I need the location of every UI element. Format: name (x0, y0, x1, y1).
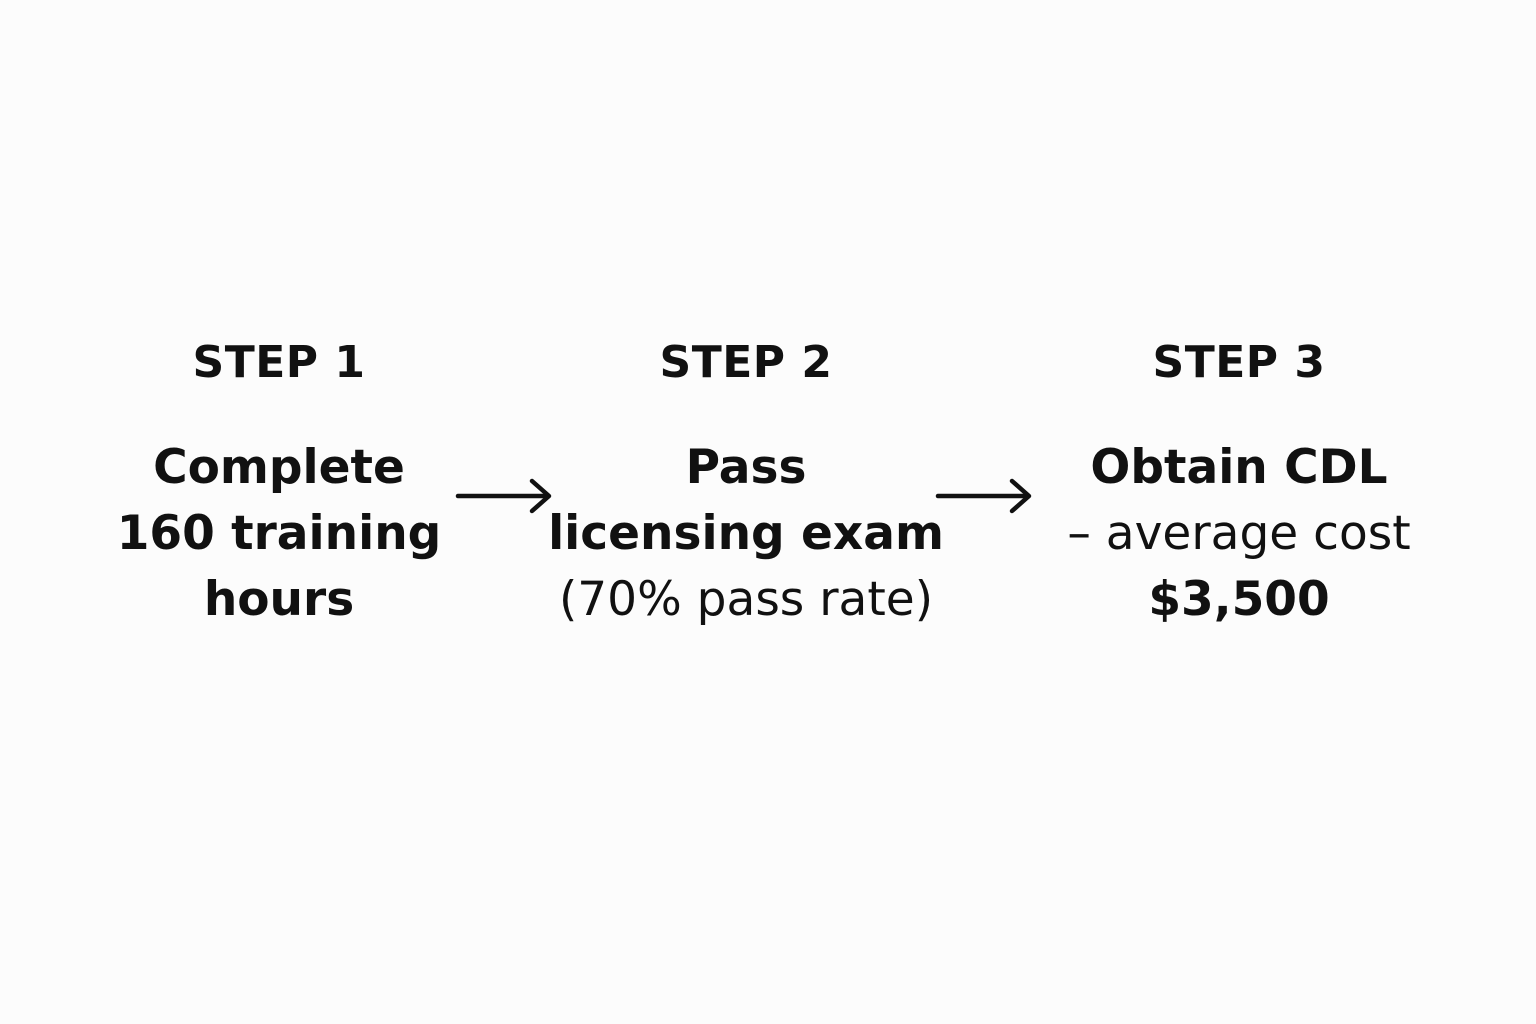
step-2-line-3: (70% pass rate) (558, 572, 934, 627)
step-1-line-1: Complete (153, 440, 405, 495)
step-1-heading: STEP 1 (192, 337, 366, 388)
step-2-line-1: Pass (685, 440, 807, 495)
step-3-heading: STEP 3 (1152, 337, 1326, 388)
step-2-line-2: licensing exam (548, 506, 944, 561)
step-3-line-2: – average cost (1067, 506, 1411, 561)
step-1-line-2: 160 training (116, 506, 442, 561)
step-3-line-3: $3,500 (1148, 572, 1330, 627)
step-1-line-3: hours (203, 572, 355, 627)
step-2-heading: STEP 2 (659, 337, 833, 388)
right-arrow-icon (935, 478, 1032, 514)
step-3-line-1: Obtain CDL (1090, 440, 1388, 495)
right-arrow-icon (455, 478, 552, 514)
